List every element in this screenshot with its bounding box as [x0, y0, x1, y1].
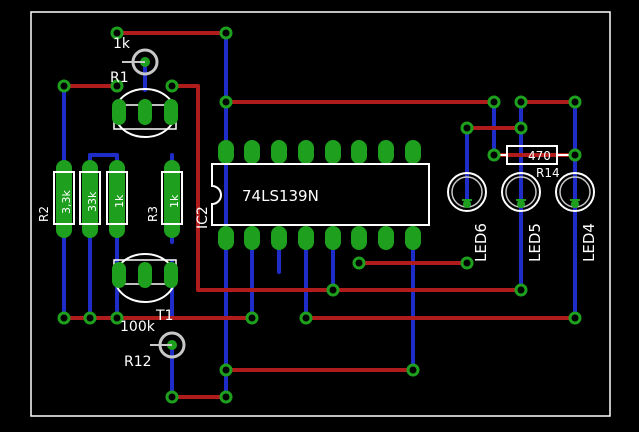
- r3-reference: R3: [146, 206, 160, 222]
- trimmer-upper: [122, 48, 159, 76]
- r2-value: 3,3k: [60, 190, 73, 214]
- upper-transistor-ref: R1: [110, 70, 129, 86]
- r3-value: 1k: [168, 194, 181, 208]
- top-layer-traces: [62, 31, 577, 399]
- ic2-chip: [211, 140, 430, 250]
- lower-transistor-ref: T1: [155, 308, 173, 324]
- board-outline: [30, 11, 611, 417]
- lower-transistor: [112, 253, 178, 303]
- resistor-r3: [161, 160, 183, 238]
- led5-reference: LED5: [526, 223, 544, 262]
- r2-reference: R2: [37, 206, 51, 222]
- resistor-33k: [79, 160, 101, 238]
- led4-reference: LED4: [580, 223, 598, 262]
- resistor-r2: [53, 160, 75, 238]
- r14-value: 470: [528, 149, 551, 163]
- ic2-part-number: 74LS139N: [242, 187, 319, 205]
- vias: [57, 26, 582, 404]
- r-mid-value: 33k: [86, 191, 99, 212]
- upper-transistor: [112, 88, 178, 138]
- trimmer-lower: [150, 331, 186, 359]
- resistor-1k: [106, 160, 128, 238]
- bottom-layer-traces: [62, 31, 577, 399]
- lower-trimmer-ref: R12: [124, 354, 152, 370]
- led6-reference: LED6: [472, 223, 490, 262]
- ic2-reference: IC2: [195, 206, 211, 229]
- upper-trimmer-value: 1k: [113, 36, 131, 52]
- r14-reference: R14: [536, 166, 560, 180]
- r-right-value: 1k: [113, 194, 126, 208]
- lower-trimmer-value: 100k: [120, 319, 156, 335]
